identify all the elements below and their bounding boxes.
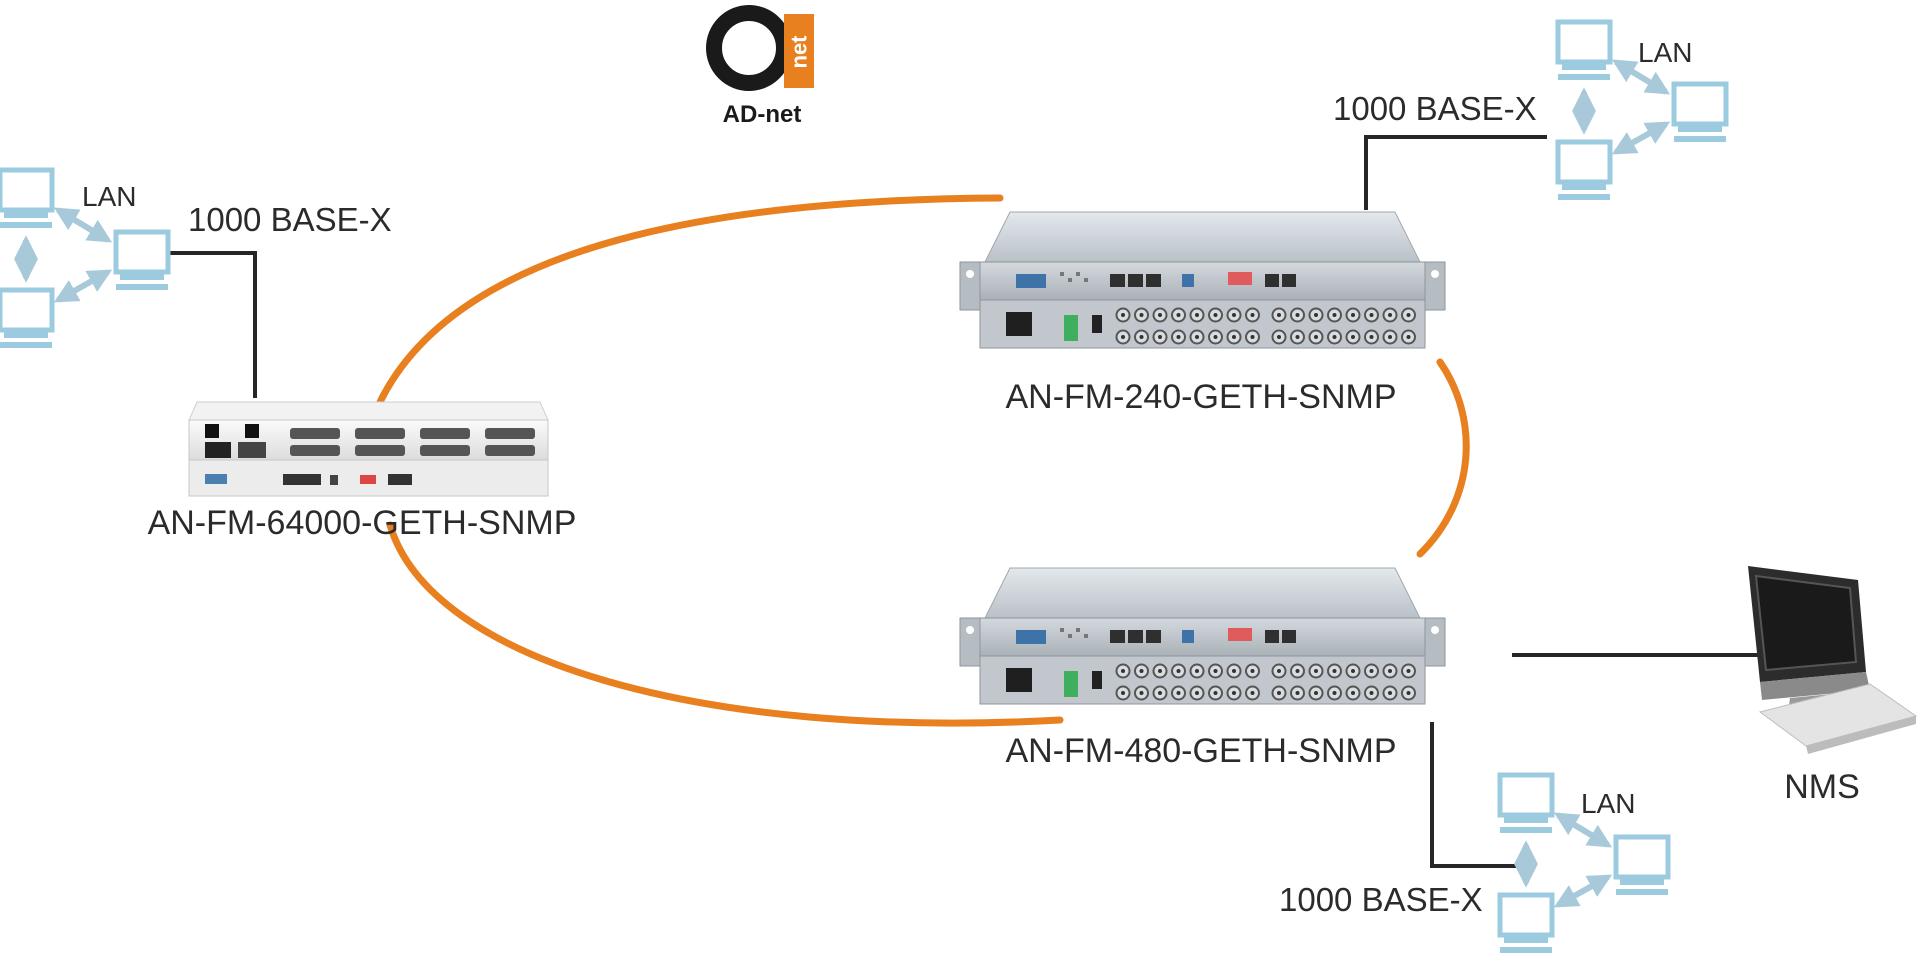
front-panel-ports xyxy=(1016,628,1296,644)
power-switch-icon xyxy=(245,424,259,438)
front-panel-ports xyxy=(205,474,412,485)
wire-lan3-480 xyxy=(1430,722,1520,868)
rack-ear-right xyxy=(1424,617,1446,667)
lan2-link-label: 1000 BASE-X xyxy=(1333,90,1537,127)
lan-cluster-3 xyxy=(1497,772,1671,953)
bnc-connector-icons xyxy=(1115,307,1416,345)
lan1-label: LAN xyxy=(82,181,136,212)
chassis-front-upper xyxy=(979,617,1426,657)
wire-lan1-64000 xyxy=(170,251,257,398)
lan-cluster-2 xyxy=(1555,19,1729,200)
power-switch-icon xyxy=(1092,671,1102,689)
chassis-top xyxy=(984,567,1421,619)
lan1-link-label: 1000 BASE-X xyxy=(188,201,392,238)
chassis-front-upper xyxy=(979,261,1426,301)
terminal-block-icon xyxy=(238,442,266,458)
wire-lan2-240 xyxy=(1364,135,1547,210)
power-switch-icon xyxy=(1092,315,1102,333)
fiber-ring xyxy=(376,194,1470,727)
lan-cluster-1 xyxy=(0,167,171,348)
pc-icon xyxy=(0,167,55,228)
power-switch-icon xyxy=(205,424,219,438)
lan-link-arrow xyxy=(53,207,113,243)
db-connector-icons xyxy=(290,428,535,456)
rack-ear-right xyxy=(1424,261,1446,311)
power-socket-icon xyxy=(205,442,231,458)
lan3-label: LAN xyxy=(1581,788,1635,819)
lan-link-arrow xyxy=(1553,812,1613,848)
nms-workstation: NMS xyxy=(1748,566,1917,806)
pc-icon xyxy=(1497,892,1555,953)
logo-mark-text: net xyxy=(787,35,812,69)
fiber-link-240-to-480 xyxy=(1416,358,1470,558)
nms-label: NMS xyxy=(1784,768,1860,806)
power-socket-icon xyxy=(1006,312,1032,336)
device-label-64000: AN-FM-64000-GETH-SNMP xyxy=(148,504,577,542)
keyboard-icon xyxy=(1758,683,1917,754)
ethernet-links xyxy=(170,135,1775,868)
device-label-240: AN-FM-240-GETH-SNMP xyxy=(1005,378,1396,416)
fiber-link-64000-to-480 xyxy=(386,521,1064,727)
pc-icon xyxy=(1555,139,1613,200)
monitor-icon xyxy=(1748,566,1870,726)
device-an-fm-240 xyxy=(959,211,1446,349)
power-socket-icon xyxy=(1006,668,1032,692)
lan3-link-label: 1000 BASE-X xyxy=(1279,881,1483,918)
fiber-link-64000-to-240 xyxy=(376,194,1004,406)
device-an-fm-64000: AN-FM-64000-GETH-SNMP xyxy=(148,401,577,542)
device-an-fm-480 xyxy=(959,567,1446,705)
terminal-block-icon xyxy=(1064,671,1078,697)
chassis-top xyxy=(984,211,1421,263)
bnc-connector-icons xyxy=(1115,663,1416,701)
rack-ear-left xyxy=(959,617,981,667)
ad-net-logo: net AD-net xyxy=(706,5,814,128)
device-label-480: AN-FM-480-GETH-SNMP xyxy=(1005,732,1396,770)
logo-bar-icon xyxy=(784,14,814,88)
front-panel-ports xyxy=(1016,272,1296,288)
lan-link-arrow xyxy=(1611,59,1671,95)
lan2-label: LAN xyxy=(1638,37,1692,68)
logo-ring-icon xyxy=(706,5,792,91)
lan-link-arrow xyxy=(1553,874,1613,908)
pc-icon xyxy=(1671,81,1729,142)
pc-icon xyxy=(0,287,55,348)
pc-icon xyxy=(113,229,171,290)
rack-ear-left xyxy=(959,261,981,311)
pc-icon xyxy=(1555,19,1613,80)
terminal-block-icon xyxy=(1064,315,1078,341)
logo-wordmark: AD-net xyxy=(723,101,802,128)
lan-link-arrow xyxy=(53,269,113,303)
lan-link-arrow xyxy=(1611,121,1671,155)
pc-icon xyxy=(1613,834,1671,895)
pc-icon xyxy=(1497,772,1555,833)
